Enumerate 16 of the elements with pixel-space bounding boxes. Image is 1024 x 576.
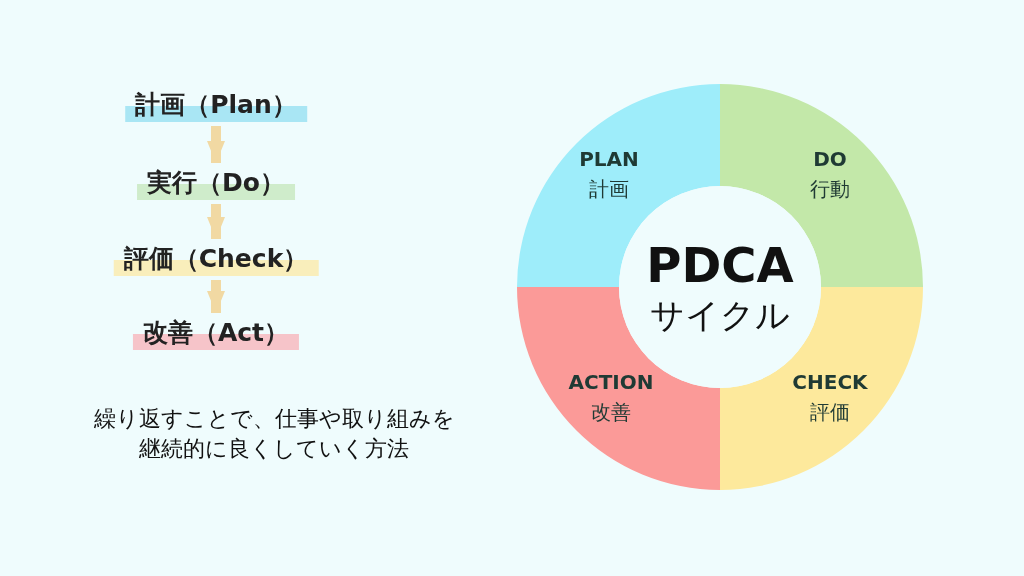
segment-subtitle: 改善 (591, 399, 631, 426)
segment-title: DO (813, 146, 847, 173)
segment-title: ACTION (568, 369, 654, 396)
down-arrow (207, 126, 225, 163)
segment-title: CHECK (792, 369, 868, 396)
action-segment (517, 287, 720, 490)
segment-title: PLAN (579, 146, 639, 173)
down-arrow (207, 204, 225, 239)
cycle-title: PDCA (646, 237, 794, 293)
segment-subtitle: 行動 (810, 176, 850, 203)
description-text: 繰り返すことで、仕事や取り組みを継続的に良くしていく方法 (93, 405, 455, 463)
down-arrow (207, 280, 225, 313)
cycle-subtitle: サイクル (650, 294, 790, 337)
segment-subtitle: 計画 (589, 176, 629, 203)
check-segment (720, 287, 923, 490)
segment-subtitle: 評価 (810, 399, 850, 426)
